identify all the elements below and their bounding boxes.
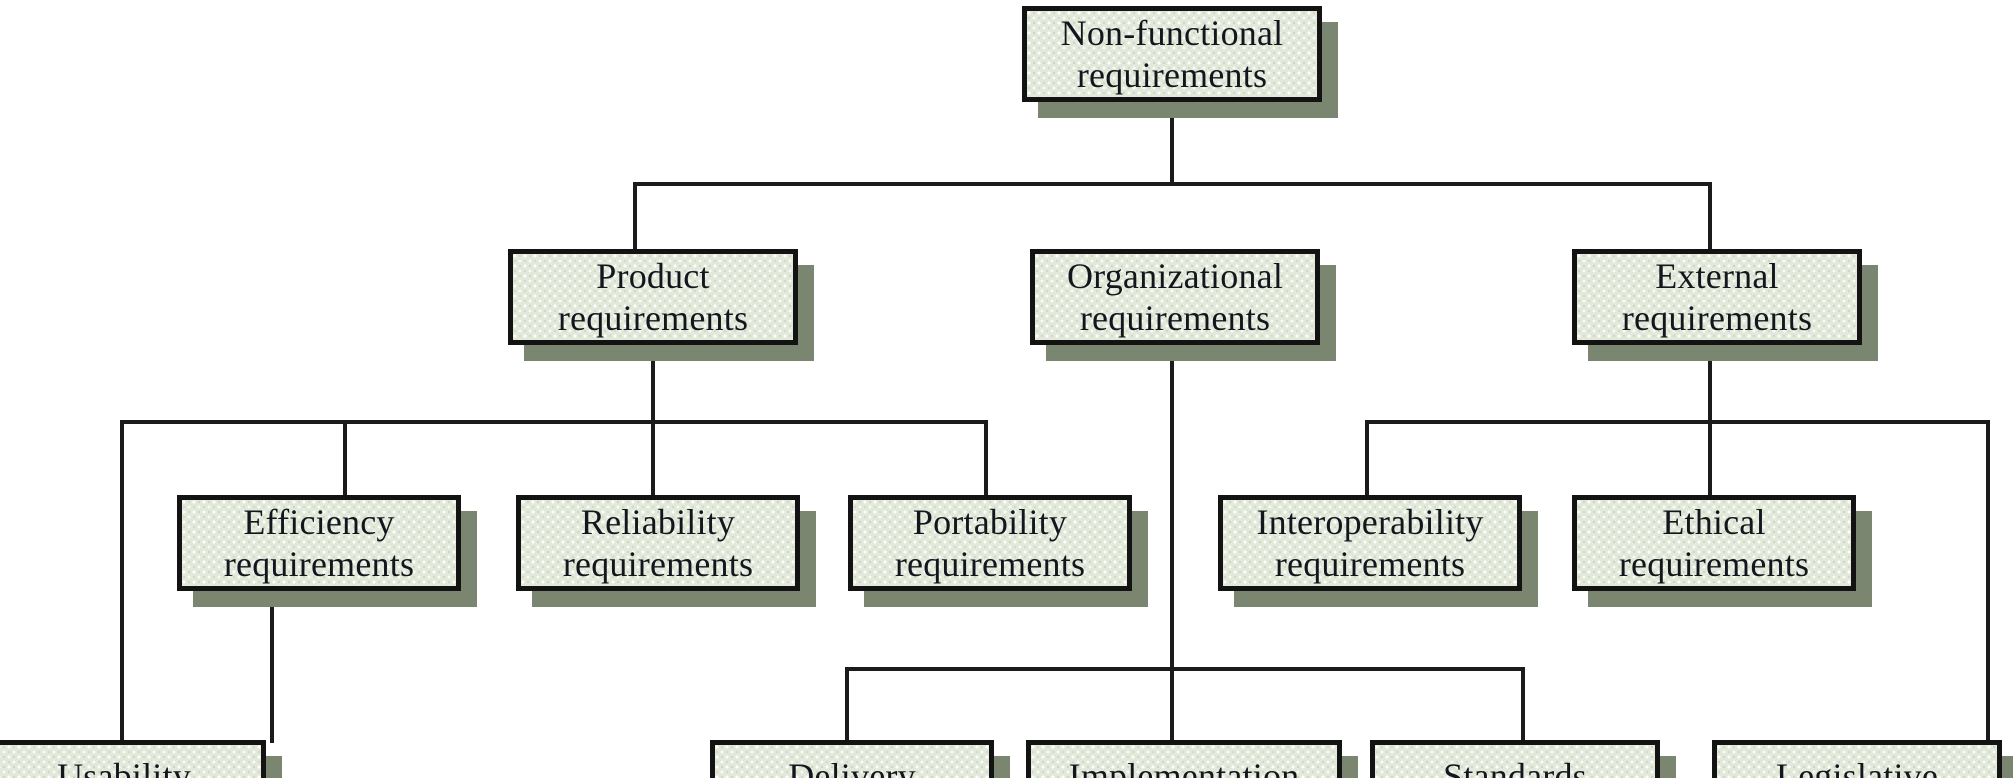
node-label: Implementation bbox=[1068, 756, 1300, 778]
connector-external-bus bbox=[1365, 420, 1990, 424]
node-label: Ethical bbox=[1662, 501, 1766, 542]
node-label: Organizational bbox=[1066, 255, 1284, 296]
node-label: Interoperability bbox=[1256, 501, 1484, 542]
node-label: Legislative bbox=[1775, 756, 1939, 778]
node-box: Delivery bbox=[710, 740, 994, 778]
connector-org-bus bbox=[845, 667, 1525, 671]
connector-efficiency-stem bbox=[270, 591, 274, 743]
node-label: requirements bbox=[1274, 544, 1466, 584]
connector-root-stem bbox=[1170, 102, 1174, 186]
node-label: Standards bbox=[1443, 756, 1587, 778]
connector-level1-bus bbox=[633, 182, 1712, 186]
node-legislative[interactable]: Legislative bbox=[1712, 740, 2013, 778]
node-label: Usability bbox=[57, 756, 191, 778]
connector-drop-external bbox=[1708, 182, 1712, 252]
node-label: External bbox=[1655, 255, 1779, 296]
node-usability[interactable]: Usability bbox=[0, 740, 282, 778]
node-box: Implementation bbox=[1026, 740, 1342, 778]
node-label: Reliability bbox=[580, 501, 736, 542]
node-box: Standards bbox=[1370, 740, 1660, 778]
node-label: Product bbox=[596, 255, 710, 296]
node-label: requirements bbox=[1076, 55, 1268, 95]
node-implementation[interactable]: Implementation bbox=[1026, 740, 1358, 778]
node-label: Non-functional bbox=[1060, 12, 1284, 53]
connector-drop-interoperability bbox=[1365, 420, 1369, 498]
connector-drop-product bbox=[633, 182, 637, 252]
node-delivery[interactable]: Delivery bbox=[710, 740, 1010, 778]
node-standards[interactable]: Standards bbox=[1370, 740, 1676, 778]
connector-drop-efficiency bbox=[343, 420, 347, 498]
connector-drop-usability-left bbox=[120, 420, 124, 750]
node-label: requirements bbox=[557, 298, 749, 338]
connector-drop-portability bbox=[984, 420, 988, 498]
connector-drop-standards bbox=[1521, 667, 1525, 745]
node-label: requirements bbox=[1621, 298, 1813, 338]
connector-product-bus bbox=[120, 420, 988, 424]
connector-drop-delivery bbox=[845, 667, 849, 745]
node-label: Efficiency bbox=[243, 501, 395, 542]
node-box: Legislative bbox=[1712, 740, 2002, 778]
node-label: requirements bbox=[1079, 298, 1271, 338]
node-label: Delivery bbox=[788, 756, 916, 778]
node-label: requirements bbox=[894, 544, 1086, 584]
connector-organizational-stem bbox=[1170, 345, 1174, 761]
node-label: Portability bbox=[912, 501, 1068, 542]
node-label: requirements bbox=[562, 544, 754, 584]
connector-drop-legislative bbox=[1986, 420, 1990, 750]
node-box: Usability bbox=[0, 740, 266, 778]
node-label: requirements bbox=[223, 544, 415, 584]
node-label: requirements bbox=[1618, 544, 1810, 584]
